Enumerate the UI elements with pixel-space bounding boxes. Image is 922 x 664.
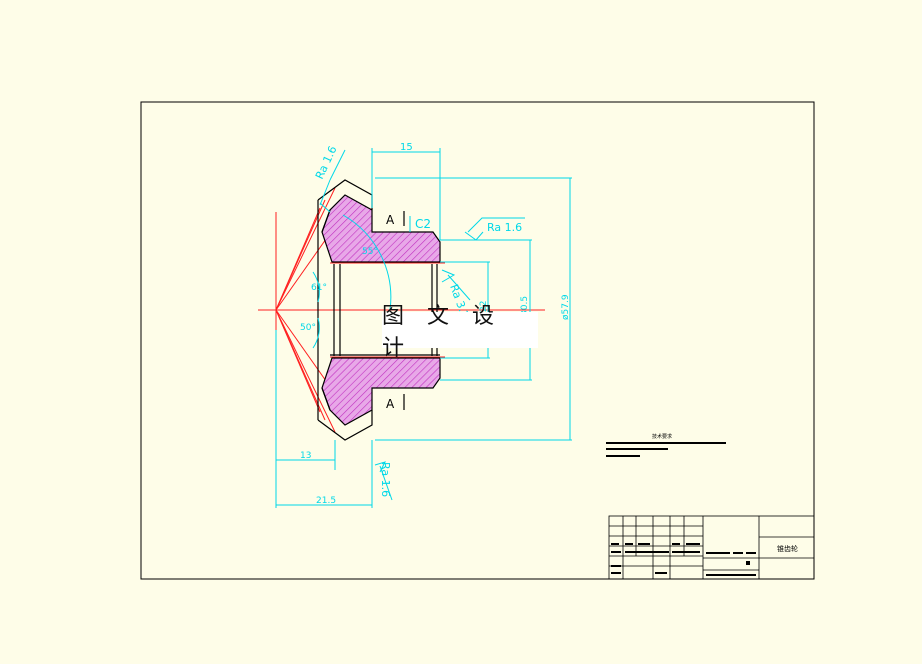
dim-dia-57-9: ø57.9 <box>561 294 571 320</box>
technical-notes: 技术要求 <box>606 433 726 457</box>
dim-30-5: 30.5 <box>520 296 530 316</box>
title-block: 锥齿轮 <box>608 515 815 580</box>
roughness-top-right: Ra 1.6 <box>487 221 522 234</box>
dim-22: 22 <box>479 301 489 312</box>
gear-section-bottom <box>321 357 441 426</box>
section-label-top: A <box>386 213 395 227</box>
dim-21-5: 21.5 <box>316 496 336 506</box>
dim-angle-top: 61° <box>311 283 327 293</box>
drawing-frame <box>140 101 815 580</box>
section-label-bottom: A <box>386 397 395 411</box>
watermark: 图 文 设 计 <box>382 304 538 361</box>
part-name: 锥齿轮 <box>777 544 798 553</box>
dim-chamfer: C2 <box>415 217 431 231</box>
roughness-bottom: Ra 1.6 <box>379 462 392 497</box>
roughness-top-left: Ra 1.6 <box>313 144 340 181</box>
dim-width-top: 15 <box>400 142 413 153</box>
notes-title: 技术要求 <box>652 433 672 440</box>
dim-angle-bottom: 50° <box>300 323 316 333</box>
dim-angle-face: 55° <box>362 247 378 257</box>
dimension-lines <box>275 148 572 508</box>
dim-13: 13 <box>300 451 311 461</box>
